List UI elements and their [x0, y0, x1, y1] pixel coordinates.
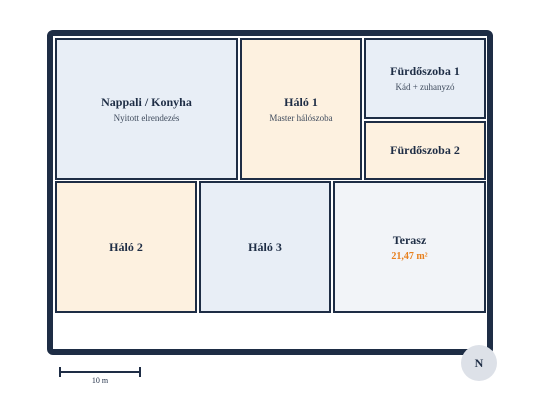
room-subtitle: Master hálószoba: [269, 112, 333, 123]
room-subtitle: Nyitott elrendezés: [113, 112, 180, 123]
room-area: 21,47 m²: [391, 250, 428, 262]
scale-bar-line: [59, 371, 141, 373]
room-name: Háló 2: [109, 239, 143, 254]
scale-bar-tick-left: [59, 367, 61, 377]
room-subtitle: Kád + zuhanyzó: [395, 82, 455, 93]
floor-plan: Nappali / Konyha Nyitott elrendezés Háló…: [47, 30, 493, 355]
scale-bar-label: 10 m: [91, 376, 109, 385]
room-furdoszoba-1: Fürdőszoba 1 Kád + zuhanyzó: [364, 38, 486, 119]
room-name: Fürdőszoba 1: [390, 64, 460, 79]
room-halo-2: Háló 2: [55, 181, 197, 313]
scale-bar-tick-right: [139, 367, 141, 377]
room-terasz: Terasz 21,47 m²: [333, 181, 486, 313]
room-nappali-konyha: Nappali / Konyha Nyitott elrendezés: [55, 38, 238, 180]
north-indicator: N: [461, 345, 497, 381]
room-furdoszoba-2: Fürdőszoba 2: [364, 121, 486, 180]
room-halo-1: Háló 1 Master hálószoba: [240, 38, 362, 180]
room-name: Terasz: [392, 232, 427, 247]
room-name: Fürdőszoba 2: [390, 143, 460, 157]
room-name: Nappali / Konyha: [101, 94, 192, 109]
room-name: Háló 1: [284, 94, 318, 109]
scale-bar: 10 m: [59, 365, 141, 387]
room-halo-3: Háló 3: [199, 181, 331, 313]
room-name: Háló 3: [248, 239, 282, 254]
